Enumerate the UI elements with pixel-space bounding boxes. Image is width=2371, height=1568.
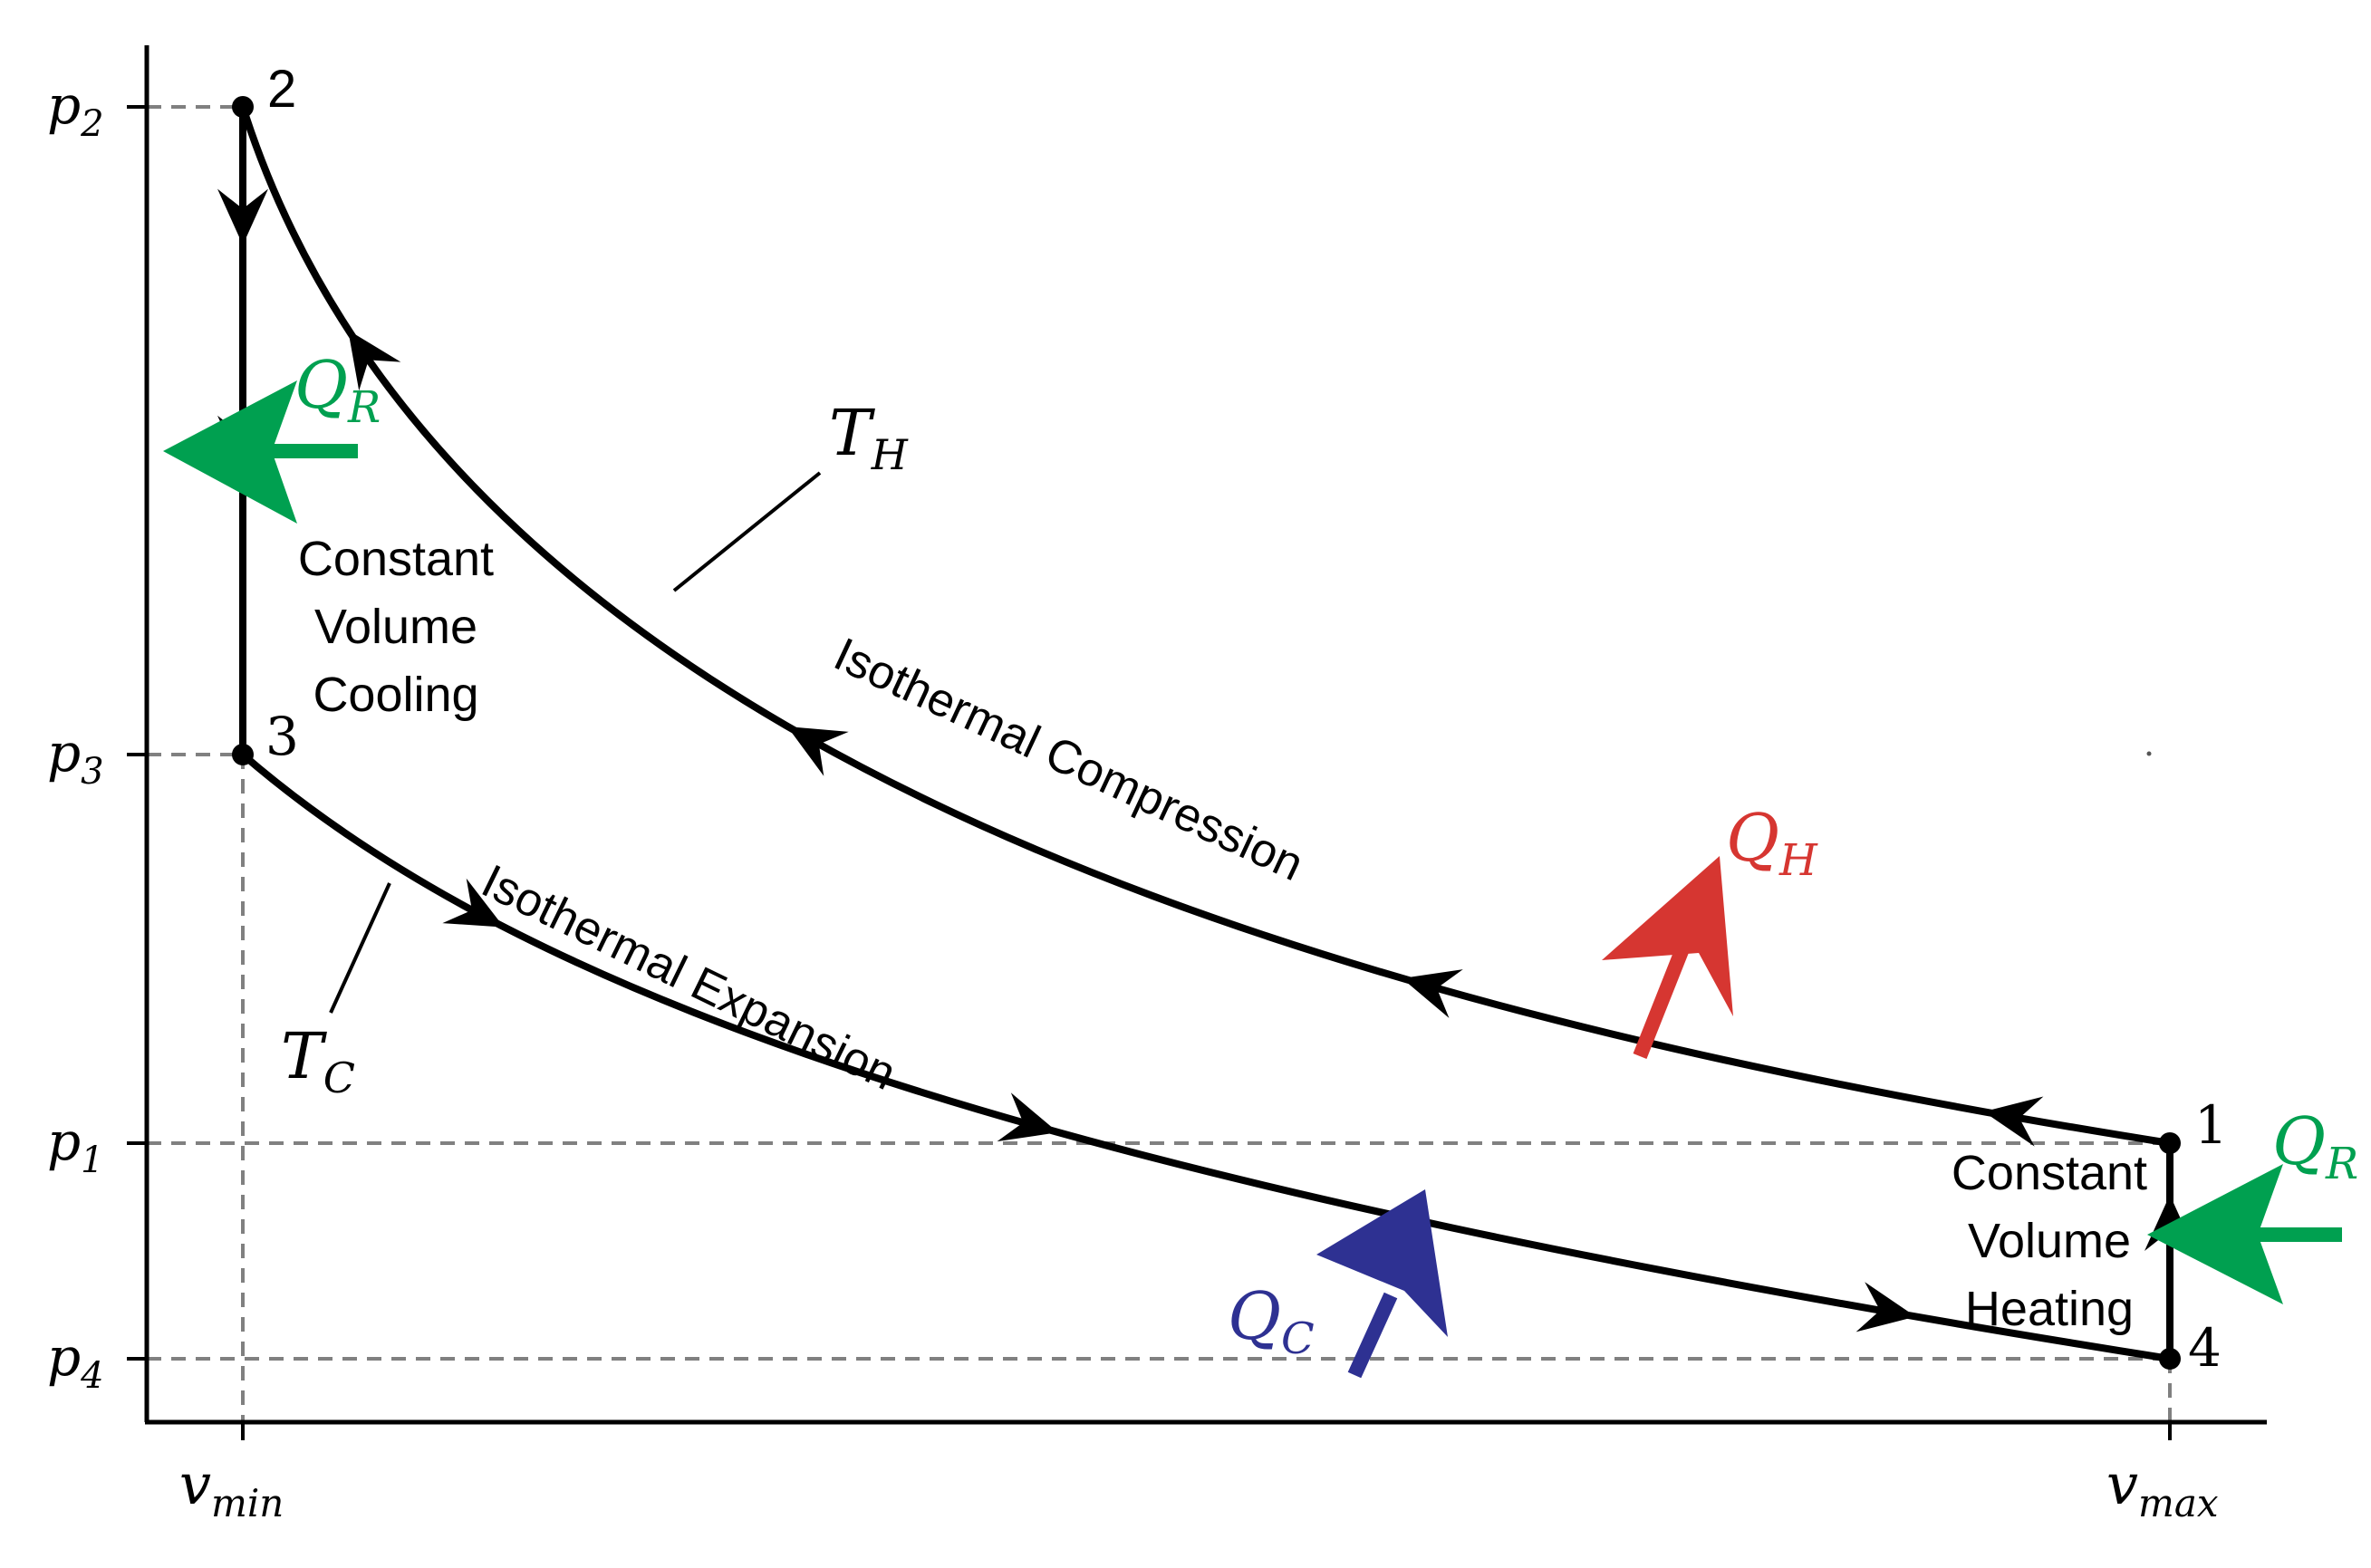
y-tick-label-p2: p2 — [47, 74, 104, 145]
y-tick-label-p3: p3 — [47, 722, 104, 793]
heat-label-regen-right: QR — [2272, 1103, 2358, 1189]
heating-label-line-1: Constant — [1952, 1146, 2147, 1200]
expansion-arrowhead-1 — [442, 878, 505, 928]
cooling-label-line-1: Constant — [298, 532, 494, 586]
state-point-4 — [2159, 1348, 2181, 1370]
heat-label-hot: QH — [1726, 800, 1818, 886]
isothermal-expansion-label: Isothermal Expansion — [474, 855, 904, 1101]
compression-arrowhead-1 — [1983, 1096, 2044, 1147]
x-tick-label-vmin: vmin — [179, 1451, 284, 1525]
state-label-2: 2 — [267, 60, 296, 119]
axes — [127, 45, 2267, 1440]
direction-arrowheads — [217, 188, 2195, 1332]
isothermal-compression-label: Isothermal Compression — [826, 628, 1311, 891]
heating-label-line-3: Heating — [1965, 1282, 2134, 1336]
temperature-label-hot: TH — [829, 396, 909, 479]
cooling-label-line-3: Cooling — [313, 668, 478, 722]
state-label-3: 3 — [265, 706, 299, 767]
constant-volume-cooling-label: Constant Volume Cooling — [298, 532, 494, 722]
heating-label-line-2: Volume — [1968, 1214, 2131, 1268]
heat-label-regen-left: QR — [294, 347, 381, 433]
state-point-1 — [2159, 1132, 2181, 1154]
expansion-arrowhead-2 — [997, 1092, 1058, 1142]
heat-arrow-cold — [1316, 1189, 1448, 1379]
heat-label-cold: QC — [1228, 1278, 1315, 1364]
state-point-3 — [232, 744, 254, 765]
isothermal-expansion-curve — [240, 751, 2171, 1362]
compression-arrowhead-2 — [1402, 969, 1463, 1018]
stray-dot — [2146, 751, 2152, 756]
constant-volume-heating-label: Constant Volume Heating — [1952, 1146, 2147, 1336]
state-label-4: 4 — [2188, 1317, 2222, 1379]
guide-lines — [147, 105, 2172, 1422]
heat-arrow-regen-left — [163, 380, 358, 524]
heat-arrow-regen-right — [2147, 1164, 2342, 1304]
cooling-label-line-2: Volume — [314, 600, 477, 654]
state-label-1: 1 — [2194, 1094, 2228, 1156]
compression-arrowhead-3 — [786, 726, 849, 776]
cooling-arrowhead-1 — [217, 188, 268, 245]
tc-leader-line — [329, 882, 391, 1014]
compression-arrowhead-4 — [348, 330, 401, 391]
y-tick-label-p4: p4 — [47, 1326, 104, 1397]
expansion-arrowhead-3 — [1855, 1282, 1916, 1332]
isothermal-compression-curve — [239, 105, 2171, 1147]
y-tick-label-p1: p1 — [47, 1111, 104, 1181]
heat-arrow-hot — [1602, 856, 1733, 1059]
th-leader-line — [672, 471, 822, 592]
temperature-label-cold: TC — [281, 1019, 355, 1102]
state-point-2 — [232, 96, 254, 118]
x-tick-label-vmax: vmax — [2106, 1451, 2219, 1525]
